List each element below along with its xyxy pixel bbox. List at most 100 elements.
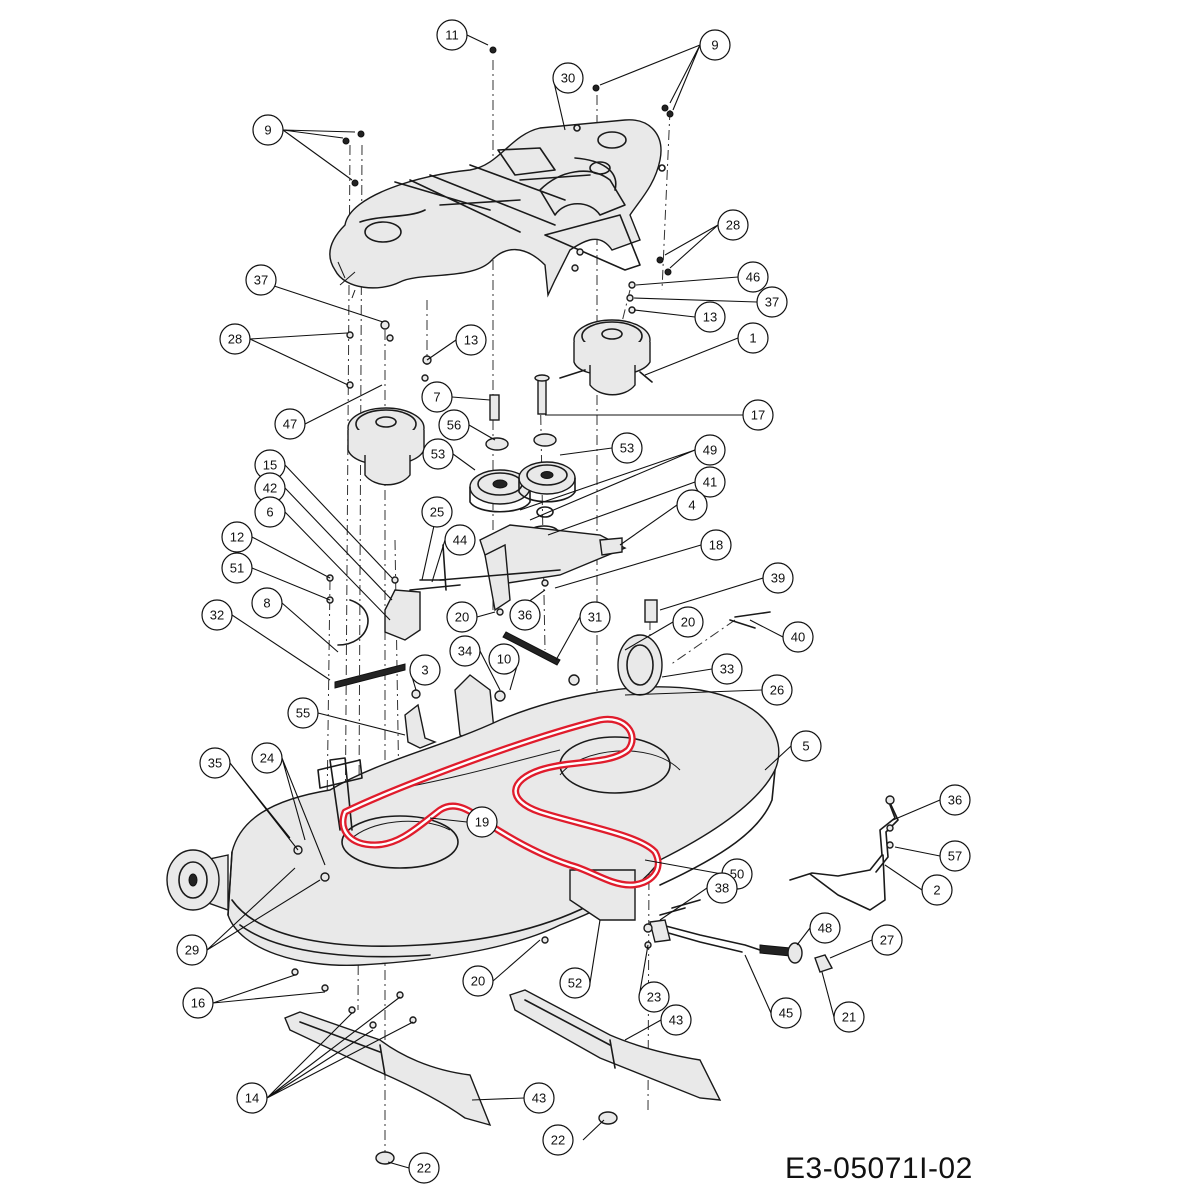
- callout-label: 40: [791, 630, 805, 645]
- right-spindle-assembly: [559, 319, 653, 396]
- callout-label: 23: [647, 990, 661, 1005]
- callout-26: 26: [761, 674, 793, 706]
- callout-label: 6: [266, 505, 273, 520]
- callout-label: 3: [421, 663, 428, 678]
- callout-11: 11: [436, 19, 468, 51]
- callout-43: 43: [660, 1004, 692, 1036]
- callout-label: 20: [681, 615, 695, 630]
- callout-label: 26: [770, 683, 784, 698]
- callout-22: 22: [408, 1152, 440, 1184]
- callout-53: 53: [611, 432, 643, 464]
- callout-label: 47: [283, 417, 297, 432]
- callout-55: 55: [287, 697, 319, 729]
- callout-label: 4: [688, 498, 695, 513]
- callout-20: 20: [672, 606, 704, 638]
- springs-and-brackets: [334, 544, 771, 749]
- callout-31: 31: [579, 601, 611, 633]
- callout-41: 41: [694, 466, 726, 498]
- callout-label: 45: [779, 1006, 793, 1021]
- callout-label: 29: [185, 943, 199, 958]
- callout-label: 38: [715, 881, 729, 896]
- callout-label: 46: [746, 270, 760, 285]
- callout-label: 39: [771, 571, 785, 586]
- callout-13: 13: [694, 301, 726, 333]
- callout-10: 10: [488, 643, 520, 675]
- callout-label: 51: [230, 561, 244, 576]
- callout-19: 19: [466, 806, 498, 838]
- callout-label: 21: [842, 1010, 856, 1025]
- callout-4: 4: [676, 489, 708, 521]
- callout-17: 17: [742, 399, 774, 431]
- callout-45: 45: [770, 997, 802, 1029]
- callout-3: 3: [409, 654, 441, 686]
- belt-cover: [329, 119, 666, 299]
- left-spindle-assembly: [347, 407, 425, 486]
- callout-47: 47: [274, 408, 306, 440]
- drawing-code-label: E3-05071I-02: [785, 1152, 973, 1185]
- callout-43: 43: [523, 1082, 555, 1114]
- callout-39: 39: [762, 562, 794, 594]
- callout-33: 33: [711, 653, 743, 685]
- callout-label: 22: [417, 1161, 431, 1176]
- cutting-blades: [284, 968, 722, 1165]
- callout-label: 56: [447, 418, 461, 433]
- callout-label: 37: [765, 295, 779, 310]
- callout-label: 9: [264, 123, 271, 138]
- callout-34: 34: [449, 635, 481, 667]
- callout-label: 5: [802, 739, 809, 754]
- callout-label: 32: [210, 608, 224, 623]
- callout-label: 1: [749, 331, 756, 346]
- callout-label: 11: [445, 28, 459, 43]
- callout-label: 31: [588, 610, 602, 625]
- callout-18: 18: [700, 529, 732, 561]
- drive-belt: [339, 715, 662, 889]
- callout-label: 36: [518, 608, 532, 623]
- callout-label: 37: [254, 273, 268, 288]
- callout-label: 8: [263, 596, 270, 611]
- callout-label: 53: [620, 441, 634, 456]
- callout-49: 49: [694, 434, 726, 466]
- callout-label: 16: [191, 996, 205, 1011]
- callout-22: 22: [542, 1124, 574, 1156]
- callout-label: 9: [711, 38, 718, 53]
- callout-42: 42: [254, 472, 286, 504]
- callout-label: 35: [208, 756, 222, 771]
- callout-label: 49: [703, 443, 717, 458]
- callout-label: 52: [568, 976, 582, 991]
- callout-label: 19: [475, 815, 489, 830]
- callout-32: 32: [201, 599, 233, 631]
- callout-label: 53: [431, 447, 445, 462]
- callout-label: 27: [880, 933, 894, 948]
- callout-label: 15: [263, 458, 277, 473]
- callout-6: 6: [254, 496, 286, 528]
- callout-13: 13: [455, 324, 487, 356]
- mower-deck: [166, 634, 780, 967]
- callout-14: 14: [236, 1082, 268, 1114]
- callout-label: 25: [430, 505, 444, 520]
- callout-23: 23: [638, 981, 670, 1013]
- callout-label: 55: [296, 706, 310, 721]
- callout-12: 12: [221, 521, 253, 553]
- callout-36: 36: [509, 599, 541, 631]
- callout-38: 38: [706, 872, 738, 904]
- callout-24: 24: [251, 742, 283, 774]
- callout-48: 48: [809, 912, 841, 944]
- callout-label: 34: [458, 644, 472, 659]
- callout-label: 17: [751, 408, 765, 423]
- part-callouts: 11 9 30 9 28 46 37 13 1 37 28 13 7 17 47…: [176, 19, 971, 1184]
- idler-arm-bracket: [409, 374, 627, 612]
- callout-9: 9: [699, 29, 731, 61]
- callout-37: 37: [756, 286, 788, 318]
- callout-5: 5: [790, 730, 822, 762]
- callout-57: 57: [939, 840, 971, 872]
- callout-label: 20: [471, 974, 485, 989]
- callout-label: 41: [703, 475, 717, 490]
- callout-40: 40: [782, 621, 814, 653]
- callout-20: 20: [462, 965, 494, 997]
- callout-label: 36: [948, 793, 962, 808]
- callout-label: 13: [703, 310, 717, 325]
- callout-51: 51: [221, 552, 253, 584]
- callout-37: 37: [245, 264, 277, 296]
